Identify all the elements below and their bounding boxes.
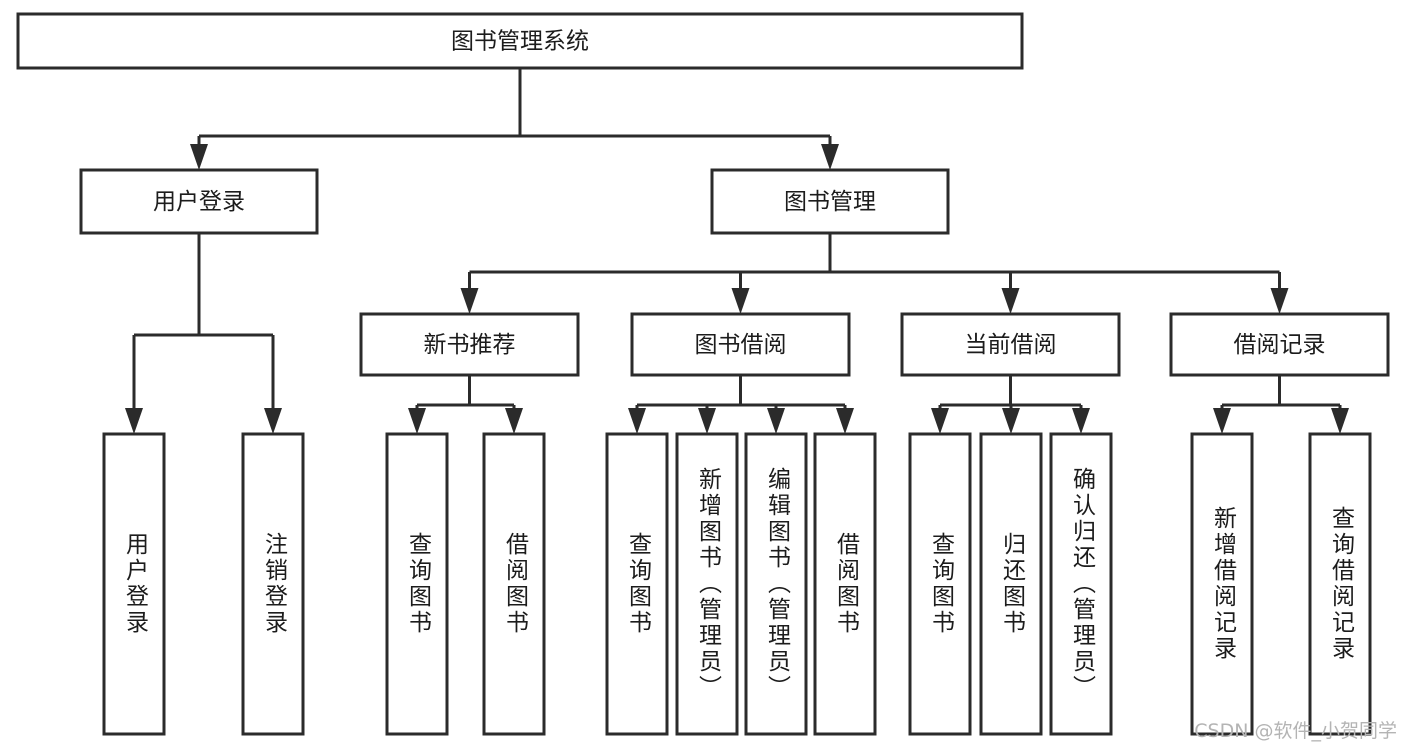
node-label-add-borrow-record: 新增借阅记录 xyxy=(1209,506,1236,662)
node-box-query-book-2[interactable] xyxy=(605,432,669,736)
node-label-query-borrow-record: 查询借阅记录 xyxy=(1327,506,1354,662)
arrow-head-icon xyxy=(931,408,949,434)
node-label-current-borrow: 当前借阅 xyxy=(965,332,1057,358)
node-box-current-borrow[interactable] xyxy=(900,312,1121,377)
arrow-head-icon xyxy=(408,408,426,434)
node-label-query-book-2: 查询图书 xyxy=(624,532,651,636)
connectors-layer xyxy=(125,68,1349,434)
node-label-wrap-query-book-2: 查询图书 xyxy=(607,434,667,734)
node-label-wrap-query-book-3: 查询图书 xyxy=(910,434,970,734)
node-label-wrap-user-logout: 注销登录 xyxy=(243,434,303,734)
arrow-head-icon xyxy=(628,408,646,434)
node-box-user-login[interactable] xyxy=(79,168,319,235)
arrow-head-icon xyxy=(1001,288,1020,314)
node-label-root: 图书管理系统 xyxy=(451,29,589,55)
boxes-layer xyxy=(16,12,1390,736)
arrow-head-icon xyxy=(1331,408,1349,434)
arrow-head-icon xyxy=(821,144,839,170)
node-box-borrow-book-2[interactable] xyxy=(813,432,877,736)
node-label-edit-book: 编辑图书（管理员） xyxy=(763,467,790,701)
watermark-text: CSDN @软件_小贺同学 xyxy=(1194,720,1397,742)
node-box-user-login-do[interactable] xyxy=(102,432,166,736)
node-label-wrap-user-login-do: 用户登录 xyxy=(104,434,164,734)
node-box-borrow-record[interactable] xyxy=(1169,312,1390,377)
node-label-wrap-add-borrow-record: 新增借阅记录 xyxy=(1192,434,1252,734)
arrow-head-icon xyxy=(264,408,282,434)
node-label-confirm-return: 确认归还（管理员） xyxy=(1068,467,1095,701)
node-label-wrap-return-book: 归还图书 xyxy=(981,434,1041,734)
node-box-root[interactable] xyxy=(16,12,1024,70)
node-label-wrap-edit-book: 编辑图书（管理员） xyxy=(746,434,806,734)
node-box-borrow-book-1[interactable] xyxy=(482,432,546,736)
arrow-head-icon xyxy=(731,288,750,314)
node-label-user-login-do: 用户登录 xyxy=(121,532,148,636)
node-label-wrap-query-borrow-record: 查询借阅记录 xyxy=(1310,434,1370,734)
arrow-head-icon xyxy=(698,408,716,434)
node-box-query-borrow-record[interactable] xyxy=(1308,432,1372,736)
node-box-book-borrow[interactable] xyxy=(630,312,851,377)
node-label-return-book: 归还图书 xyxy=(998,532,1025,636)
node-box-query-book-3[interactable] xyxy=(908,432,972,736)
node-label-user-login: 用户登录 xyxy=(153,189,245,215)
node-label-wrap-borrow-book-2: 借阅图书 xyxy=(815,434,875,734)
arrow-head-icon xyxy=(1213,408,1231,434)
arrow-head-icon xyxy=(1002,408,1020,434)
node-label-query-book-1: 查询图书 xyxy=(404,532,431,636)
arrow-head-icon xyxy=(505,408,523,434)
node-label-query-book-3: 查询图书 xyxy=(927,532,954,636)
node-label-wrap-query-book-1: 查询图书 xyxy=(387,434,447,734)
node-box-user-logout[interactable] xyxy=(241,432,305,736)
node-box-book-manage[interactable] xyxy=(710,168,950,235)
node-label-wrap-confirm-return: 确认归还（管理员） xyxy=(1051,434,1111,734)
arrow-head-icon xyxy=(460,288,479,314)
node-label-book-manage: 图书管理 xyxy=(784,189,876,215)
node-box-add-borrow-record[interactable] xyxy=(1190,432,1254,736)
node-label-borrow-record: 借阅记录 xyxy=(1234,332,1326,358)
arrow-head-icon xyxy=(767,408,785,434)
node-box-new-book-rec[interactable] xyxy=(359,312,580,377)
node-box-query-book-1[interactable] xyxy=(385,432,449,736)
node-label-add-book: 新增图书（管理员） xyxy=(694,467,721,701)
node-label-wrap-add-book: 新增图书（管理员） xyxy=(677,434,737,734)
node-box-return-book[interactable] xyxy=(979,432,1043,736)
arrow-head-icon xyxy=(1072,408,1090,434)
node-box-confirm-return[interactable] xyxy=(1049,432,1113,736)
node-label-new-book-rec: 新书推荐 xyxy=(424,332,516,358)
node-box-add-book[interactable] xyxy=(675,432,739,736)
arrow-head-icon xyxy=(1270,288,1289,314)
arrow-head-icon xyxy=(190,144,208,170)
arrow-head-icon xyxy=(125,408,143,434)
node-label-wrap-borrow-book-1: 借阅图书 xyxy=(484,434,544,734)
node-label-user-logout: 注销登录 xyxy=(260,532,287,636)
node-label-book-borrow: 图书借阅 xyxy=(695,332,787,358)
node-label-borrow-book-2: 借阅图书 xyxy=(832,532,859,636)
node-box-edit-book[interactable] xyxy=(744,432,808,736)
arrow-head-icon xyxy=(836,408,854,434)
node-label-borrow-book-1: 借阅图书 xyxy=(501,532,528,636)
